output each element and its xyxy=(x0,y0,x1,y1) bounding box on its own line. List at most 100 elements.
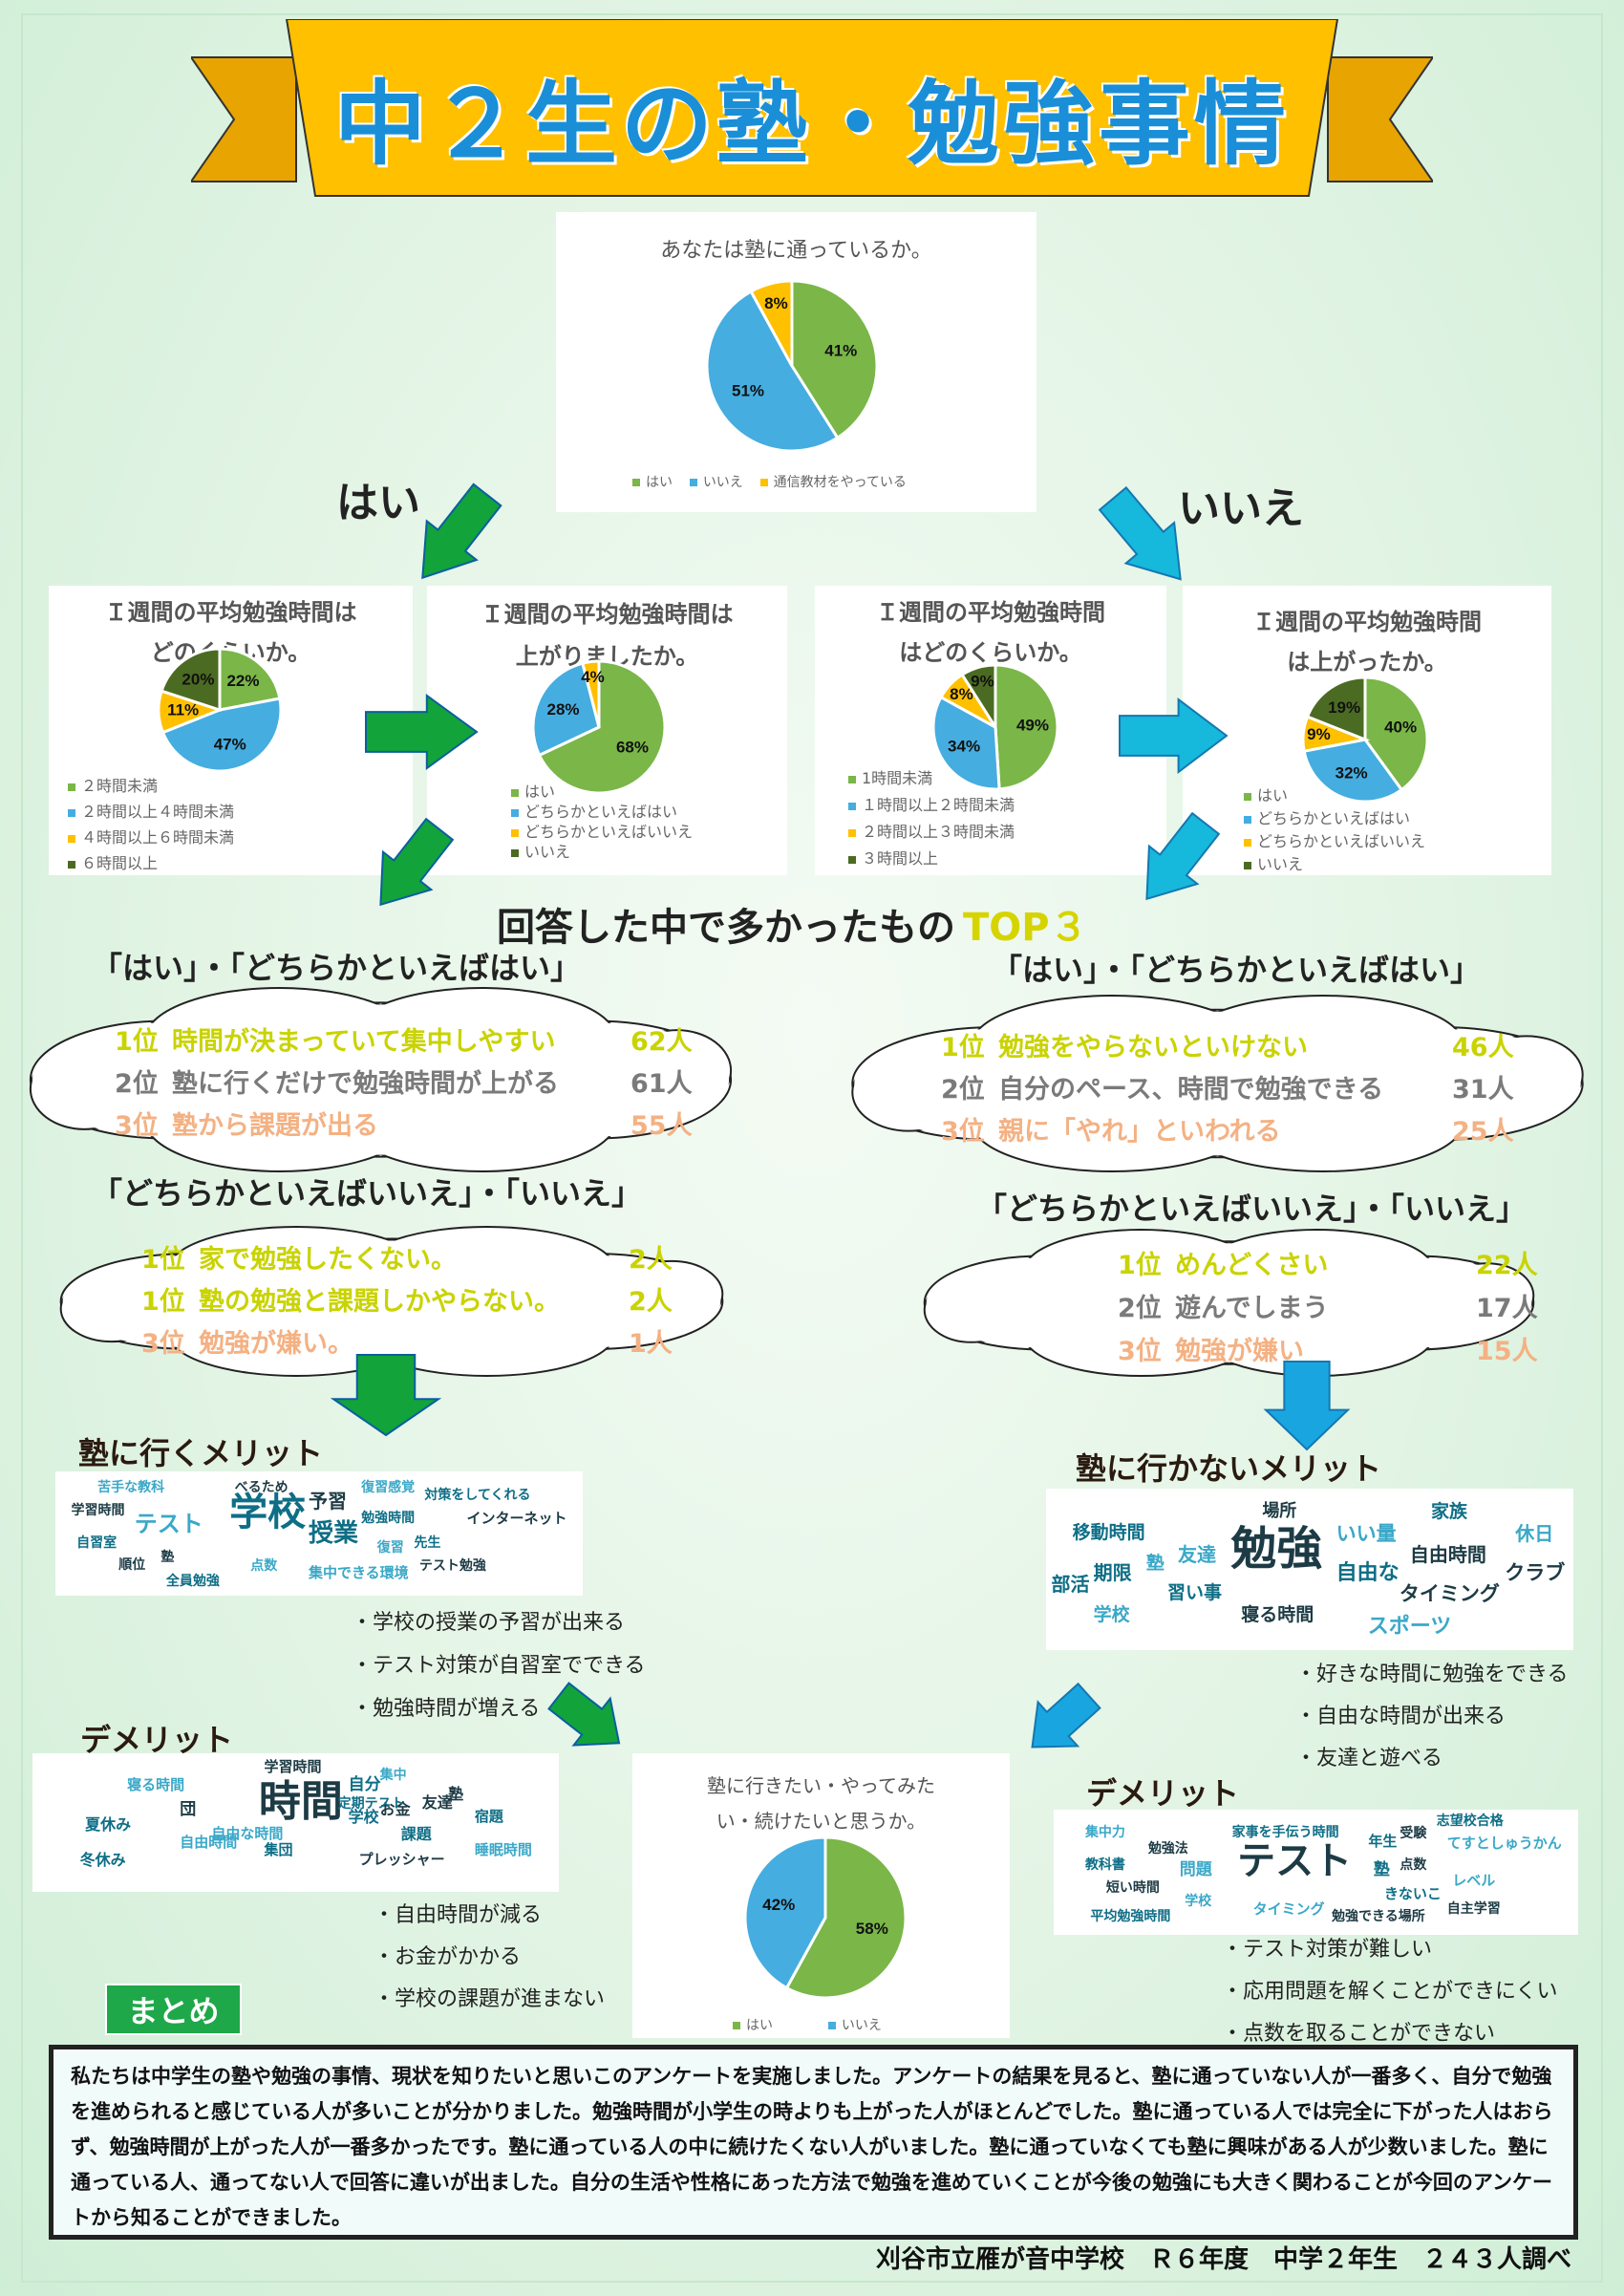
ranking-position: 1位 xyxy=(141,1245,185,1275)
ranking-count: 2人 xyxy=(629,1287,673,1317)
ranking-position: 2位 xyxy=(1118,1294,1162,1323)
word-cloud-word: 平均勉強時間 xyxy=(1090,1908,1171,1924)
ranking-answer: 勉強が嫌い xyxy=(1175,1337,1304,1366)
word-cloud-word: 教科書 xyxy=(1084,1857,1125,1874)
word-cloud-word: 自主学習 xyxy=(1446,1900,1501,1917)
word-cloud-word: テスト xyxy=(134,1510,203,1537)
page-frame xyxy=(21,13,1603,2283)
legend: はい いいえ 通信教材をやっている xyxy=(632,472,907,491)
chart-title: 塾に行きたい・やってみた xyxy=(707,1774,935,1797)
left-no-heading: 「どちらかといえばいいえ」・「いいえ」 xyxy=(92,1175,643,1212)
word-cloud-word: 志望校合格 xyxy=(1436,1813,1504,1830)
word-cloud-word: 自由時間 xyxy=(1409,1543,1486,1567)
word-cloud-word: 順位 xyxy=(118,1557,146,1573)
word-cloud-word: テスト勉強 xyxy=(418,1558,486,1575)
word-cloud-word: 部活 xyxy=(1051,1572,1090,1596)
ranking-answer: 時間が決まっていて集中しやすい xyxy=(172,1027,556,1057)
word-cloud-word: 塾 xyxy=(1373,1860,1390,1880)
word-cloud-word: 友達 xyxy=(421,1792,453,1812)
bullet-item: ・自由な時間が出来る xyxy=(1295,1705,1506,1728)
word-cloud-word: お金 xyxy=(379,1799,411,1818)
word-cloud-word: 勉強法 xyxy=(1147,1841,1188,1857)
chart-card-want-juku: 塾に行きたい・やってみた い・続けたいと思うか。 はい いいえ xyxy=(632,1753,1010,2038)
word-cloud-word: 集中できる環境 xyxy=(308,1563,409,1581)
bullet-item: ・応用問題を解くことができにくい xyxy=(1222,1980,1558,2004)
word-cloud-word: 学校 xyxy=(229,1491,307,1535)
ranking-row: 3位勉強が嫌い。1人 xyxy=(141,1322,673,1360)
ranking-count: 55人 xyxy=(630,1111,693,1141)
word-cloud-word: べるため xyxy=(234,1480,288,1496)
word-cloud-word: プレッシャー xyxy=(358,1851,445,1869)
word-cloud-word: 寝る時間 xyxy=(1241,1604,1314,1626)
word-cloud-word: 復習 xyxy=(376,1539,404,1556)
word-cloud-word: スポーツ xyxy=(1367,1614,1452,1639)
word-cloud-word: 学校 xyxy=(348,1808,379,1827)
word-cloud-word: 休日 xyxy=(1515,1522,1554,1546)
word-cloud-juku-merit: 苦手な教科べるため復習感覚対策をしてくれる学習時間テスト学校予習授業勉強時間イン… xyxy=(55,1471,583,1596)
right-yes-heading: 「はい」・「どちらかといえばはい」 xyxy=(992,952,1482,988)
word-cloud-word: 問題 xyxy=(1179,1860,1212,1880)
word-cloud-word: 集中力 xyxy=(1084,1825,1125,1841)
chart-title: あなたは塾に通っているか。 xyxy=(660,239,932,263)
ranking-position: 2位 xyxy=(941,1075,985,1105)
ranking-count: 1人 xyxy=(629,1329,673,1359)
word-cloud-word: 定期テスト xyxy=(337,1796,405,1813)
word-cloud-word: 習い事 xyxy=(1166,1581,1222,1603)
word-cloud-word: 冬休み xyxy=(79,1851,126,1870)
word-cloud-word: 宿題 xyxy=(474,1808,503,1826)
word-cloud-word: 塾 xyxy=(448,1784,464,1803)
word-cloud-word: 学習時間 xyxy=(71,1502,125,1518)
ranking-position: 3位 xyxy=(1118,1337,1162,1366)
nojuku-demerit-heading: デメリット xyxy=(1086,1775,1240,1812)
bullet-item: ・学校の授業の予習が出来る xyxy=(352,1611,626,1635)
ranking-count: 22人 xyxy=(1476,1251,1538,1280)
word-cloud-word: 塾 xyxy=(1145,1553,1165,1575)
word-cloud-word: 学校 xyxy=(1093,1604,1130,1626)
word-cloud-word: クラブ xyxy=(1505,1560,1566,1584)
juku-merit-heading: 塾に行くメリット xyxy=(78,1435,324,1471)
word-cloud-word: 自分 xyxy=(348,1774,381,1794)
word-cloud-word: 友達 xyxy=(1178,1543,1216,1567)
legend: はい いいえ xyxy=(733,2015,882,2034)
word-cloud-word: 塾 xyxy=(160,1550,175,1566)
word-cloud-word: 点数 xyxy=(250,1558,278,1575)
ranking-answer: 塾から課題が出る xyxy=(172,1111,378,1141)
word-cloud-word: 学校 xyxy=(1185,1894,1212,1910)
word-cloud-word: てすとしゅうかん xyxy=(1446,1834,1562,1852)
word-cloud-word: 寝る時間 xyxy=(127,1776,185,1794)
word-cloud-word: 対策をしてくれる xyxy=(424,1488,531,1504)
word-cloud-nojuku-merit: 場所家族移動時間勉強いい量休日友達自由時間塾自由なクラブ期限部活習い事タイミング… xyxy=(1046,1489,1573,1650)
word-cloud-juku-demerit: 学習時間寝る時間時間自分集中塾友達団お金学校宿題夏休み自由な時間課題自由時間集団… xyxy=(32,1753,559,1892)
chart-title: は上がったか。 xyxy=(1287,649,1447,676)
chart-title: い・続けたいと思うか。 xyxy=(716,1810,927,1833)
right-no-heading: 「どちらかといえばいいえ」・「いいえ」 xyxy=(976,1191,1528,1227)
word-cloud-word: 課題 xyxy=(400,1824,432,1843)
footer-credit: 刈谷市立雁が音中学校 Ｒ６年度 中学２年生 ２４３人調べ xyxy=(875,2245,1571,2274)
word-cloud-word: 先生 xyxy=(414,1534,441,1551)
legend: 1時間未満 １時間以上２時間未満 ２時間以上３時間未満 ３時間以上 xyxy=(848,765,1015,872)
word-cloud-word: 自習室 xyxy=(76,1534,118,1551)
word-cloud-word: 時間 xyxy=(258,1777,343,1826)
word-cloud-word: 集団 xyxy=(264,1841,293,1859)
word-cloud-word: 移動時間 xyxy=(1072,1522,1145,1544)
ranking-position: 3位 xyxy=(941,1117,985,1147)
word-cloud-word: 短い時間 xyxy=(1105,1879,1160,1896)
word-cloud-word: インターネット xyxy=(466,1509,567,1527)
ranking-position: 1位 xyxy=(941,1033,985,1062)
bullet-item: ・好きな時間に勉強をできる xyxy=(1295,1663,1569,1686)
bullet-item: ・学校の課題が進まない xyxy=(374,1987,606,2011)
word-cloud-word: 授業 xyxy=(308,1519,358,1548)
ranking-position: 1位 xyxy=(115,1027,159,1057)
bullet-item: ・勉強時間が増える xyxy=(352,1697,541,1721)
word-cloud-word: 学習時間 xyxy=(264,1758,322,1776)
word-cloud-word: 家族 xyxy=(1430,1501,1467,1523)
bullet-item: ・自由時間が減る xyxy=(374,1903,543,1927)
word-cloud-word: きないこ xyxy=(1383,1885,1442,1903)
word-cloud-word: タイミング xyxy=(1252,1899,1325,1918)
word-cloud-word: 場所 xyxy=(1262,1501,1297,1522)
